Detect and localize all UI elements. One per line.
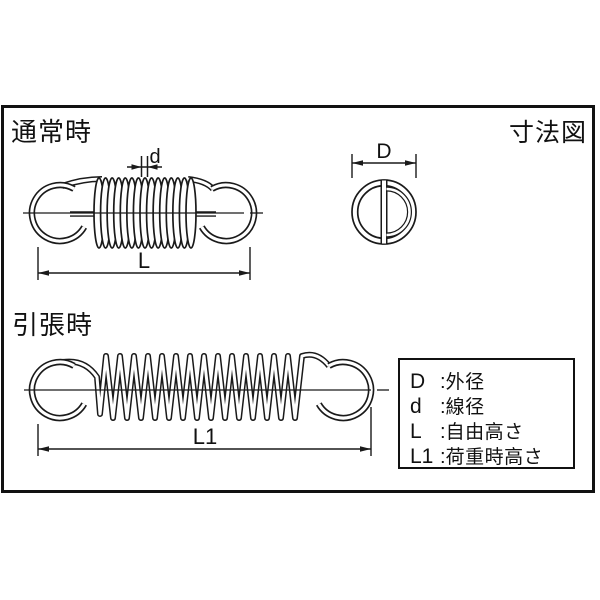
legend-term-outer-diameter: 外径 (445, 372, 485, 393)
legend-box: D:外径 d:線径 L:自由高さ L1:荷重時高さ (398, 358, 575, 469)
L1-label: L1 (193, 424, 217, 449)
legend-colon: : (440, 371, 446, 393)
legend-term-free-height: 自由高さ (445, 422, 524, 443)
L-arrow-left (38, 270, 49, 276)
D-arrow-right (405, 160, 416, 166)
legend-symbol-L: L (410, 420, 422, 443)
legend-symbol-L1: L1 (410, 445, 434, 468)
wire-path (386, 187, 411, 237)
L1-arrow-left (38, 446, 49, 452)
legend-row-L1: L1:荷重時高さ (410, 442, 573, 468)
dimension-diagram-label: 寸法図 (508, 119, 587, 147)
legend-row-d: d:線径 (410, 392, 573, 418)
normal-state-label: 通常時 (11, 117, 93, 147)
legend-colon: : (440, 396, 446, 418)
legend-term-loaded-height: 荷重時高さ (445, 447, 544, 468)
dimension-wire-diameter (127, 156, 162, 177)
center-lines (23, 212, 389, 391)
d-arrow-right (147, 164, 158, 170)
wire-path (30, 360, 86, 420)
D-label: D (376, 140, 391, 163)
spring-end-view (351, 179, 417, 245)
wire-path (317, 360, 373, 420)
legend-term-wire-diameter: 線径 (445, 397, 485, 418)
dimension-loaded-length (37, 407, 372, 456)
spring-normal-view (28, 176, 258, 249)
stretched-state-label: 引張時 (12, 310, 94, 340)
legend-row-L: L:自由高さ (410, 417, 573, 443)
legend-symbol-D: D (410, 370, 426, 393)
legend-row-D: D:外径 (410, 367, 573, 393)
spring-stretched-view (28, 351, 375, 422)
dimension-free-length (37, 247, 251, 280)
legend-symbol-d: d (410, 395, 422, 418)
dimension-outer-diameter (351, 154, 417, 178)
L-label: L (138, 248, 150, 273)
d-label: d (150, 146, 161, 168)
wire-path (30, 183, 86, 243)
wire-path (62, 353, 331, 420)
L-arrow-right (239, 270, 250, 276)
legend-colon: : (440, 446, 446, 468)
D-arrow-left (352, 160, 363, 166)
wire-path (200, 183, 256, 243)
legend-colon: : (440, 421, 446, 443)
d-arrow-left (131, 164, 142, 170)
L1-arrow-right (360, 446, 371, 452)
